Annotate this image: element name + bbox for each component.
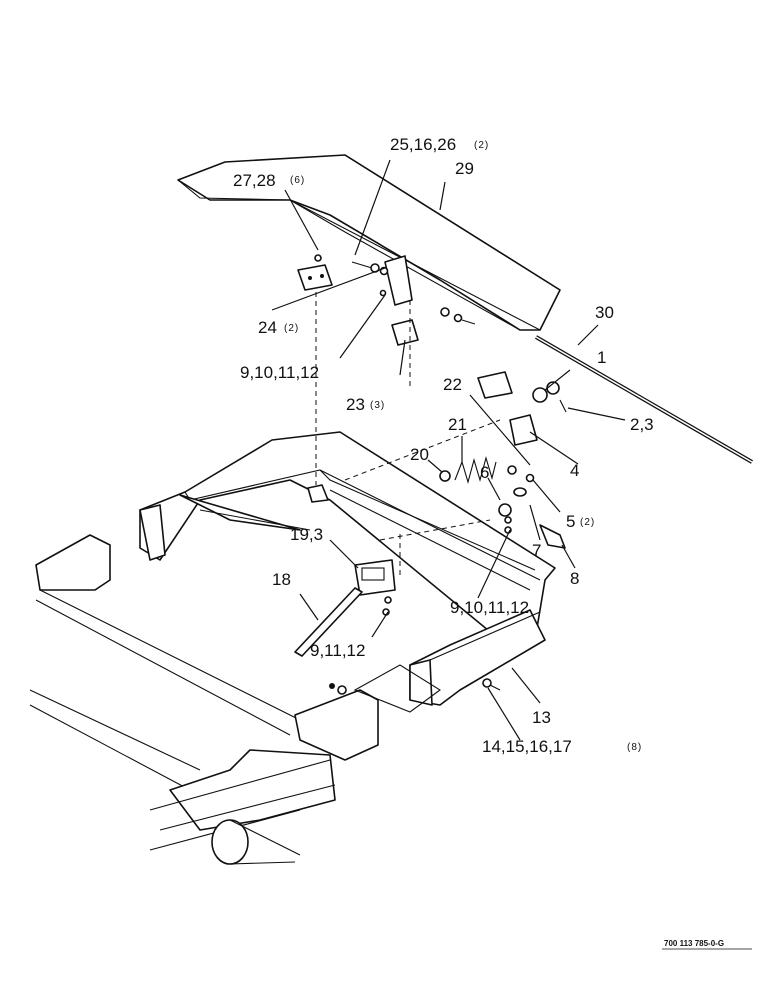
callout-25-qty: (2): [474, 140, 489, 151]
callout-25: 25,16,26: [390, 135, 456, 154]
callout-24-qty: (2): [284, 323, 299, 334]
rod-part-18: [294, 587, 363, 657]
callout-14-qty: (8): [627, 742, 642, 753]
callout-7: 7: [532, 541, 541, 560]
callout-30: 30: [595, 303, 614, 322]
callout-22: 22: [443, 375, 462, 394]
callout-23-qty: (3): [370, 400, 385, 411]
side-guard-part-13: [353, 609, 546, 713]
main-frame-assembly: [139, 431, 556, 651]
callout-9-10-11-12-mid: 9,10,11,12: [450, 598, 529, 617]
leader-lines: [271, 159, 626, 741]
callout-9-11-12: 9,11,12: [310, 641, 365, 660]
callout-24: 24: [258, 318, 277, 337]
machine-frame: [29, 534, 379, 865]
callout-20: 20: [410, 445, 429, 464]
hinge-parts: [297, 255, 538, 446]
rod-part-30: [534, 335, 754, 464]
callout-5-qty: (2): [580, 517, 595, 528]
alignment-lines: [315, 292, 501, 575]
hardware: [314, 254, 567, 691]
callout-1: 1: [597, 348, 606, 367]
callout-21: 21: [448, 415, 467, 434]
spring-part-21: [454, 456, 497, 484]
callout-13: 13: [532, 708, 551, 727]
callout-8: 8: [570, 569, 579, 588]
callout-4: 4: [570, 461, 579, 480]
callout-9-10-11-12-top: 9,10,11,12: [240, 363, 319, 382]
callout-23: 23: [346, 395, 365, 414]
callout-27: 27,28: [233, 171, 276, 190]
callout-27-qty: (6): [290, 175, 305, 186]
callout-2-3: 2,3: [630, 415, 654, 434]
drawing-code: 700 113 785-0-G: [664, 939, 724, 948]
callout-29: 29: [455, 159, 474, 178]
callout-5: 5: [566, 512, 575, 531]
callout-19-3: 19,3: [290, 525, 323, 544]
callout-18: 18: [272, 570, 291, 589]
callout-labels: 25,16,26 (2) 29 27,28 (6) 30 24 (2) 1 9,…: [233, 135, 654, 756]
callout-14-15-16-17: 14,15,16,17: [482, 737, 572, 756]
callout-6: 6: [480, 463, 489, 482]
